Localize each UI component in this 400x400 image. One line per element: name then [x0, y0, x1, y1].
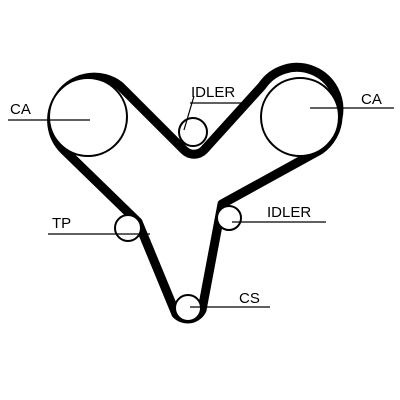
tensioner-pulley: [114, 214, 142, 242]
label-camshaft-right: CA: [361, 91, 382, 108]
crankshaft-pulley: [174, 294, 202, 322]
idler-pulley-right: [216, 205, 242, 231]
camshaft-pulley-right: [260, 77, 340, 157]
label-tensioner: TP: [52, 215, 71, 232]
label-idler-top: IDLER: [191, 84, 235, 101]
label-camshaft-left: CA: [10, 101, 31, 118]
leader-line-idler-top: [183, 95, 195, 131]
camshaft-pulley-left: [48, 77, 128, 157]
label-crankshaft: CS: [239, 290, 260, 307]
label-idler-right: IDLER: [267, 204, 311, 221]
idler-pulley-top: [178, 117, 208, 147]
